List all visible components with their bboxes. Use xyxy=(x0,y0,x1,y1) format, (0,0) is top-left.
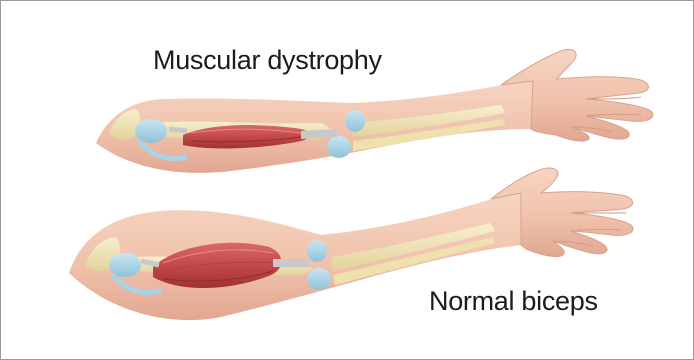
elbow-joint-normal-1 xyxy=(307,268,331,290)
shoulder-joint-dystrophy xyxy=(135,119,167,143)
scapula-dystrophy xyxy=(109,109,140,140)
label-normal-biceps: Normal biceps xyxy=(429,286,598,317)
shoulder-joint-normal xyxy=(109,253,141,277)
elbow-joint-dystrophy-1 xyxy=(327,136,351,158)
tendon-normal xyxy=(273,259,309,267)
elbow-joint-normal-2 xyxy=(307,240,327,262)
elbow-joint-dystrophy-2 xyxy=(345,110,365,132)
label-muscular-dystrophy: Muscular dystrophy xyxy=(153,45,382,76)
